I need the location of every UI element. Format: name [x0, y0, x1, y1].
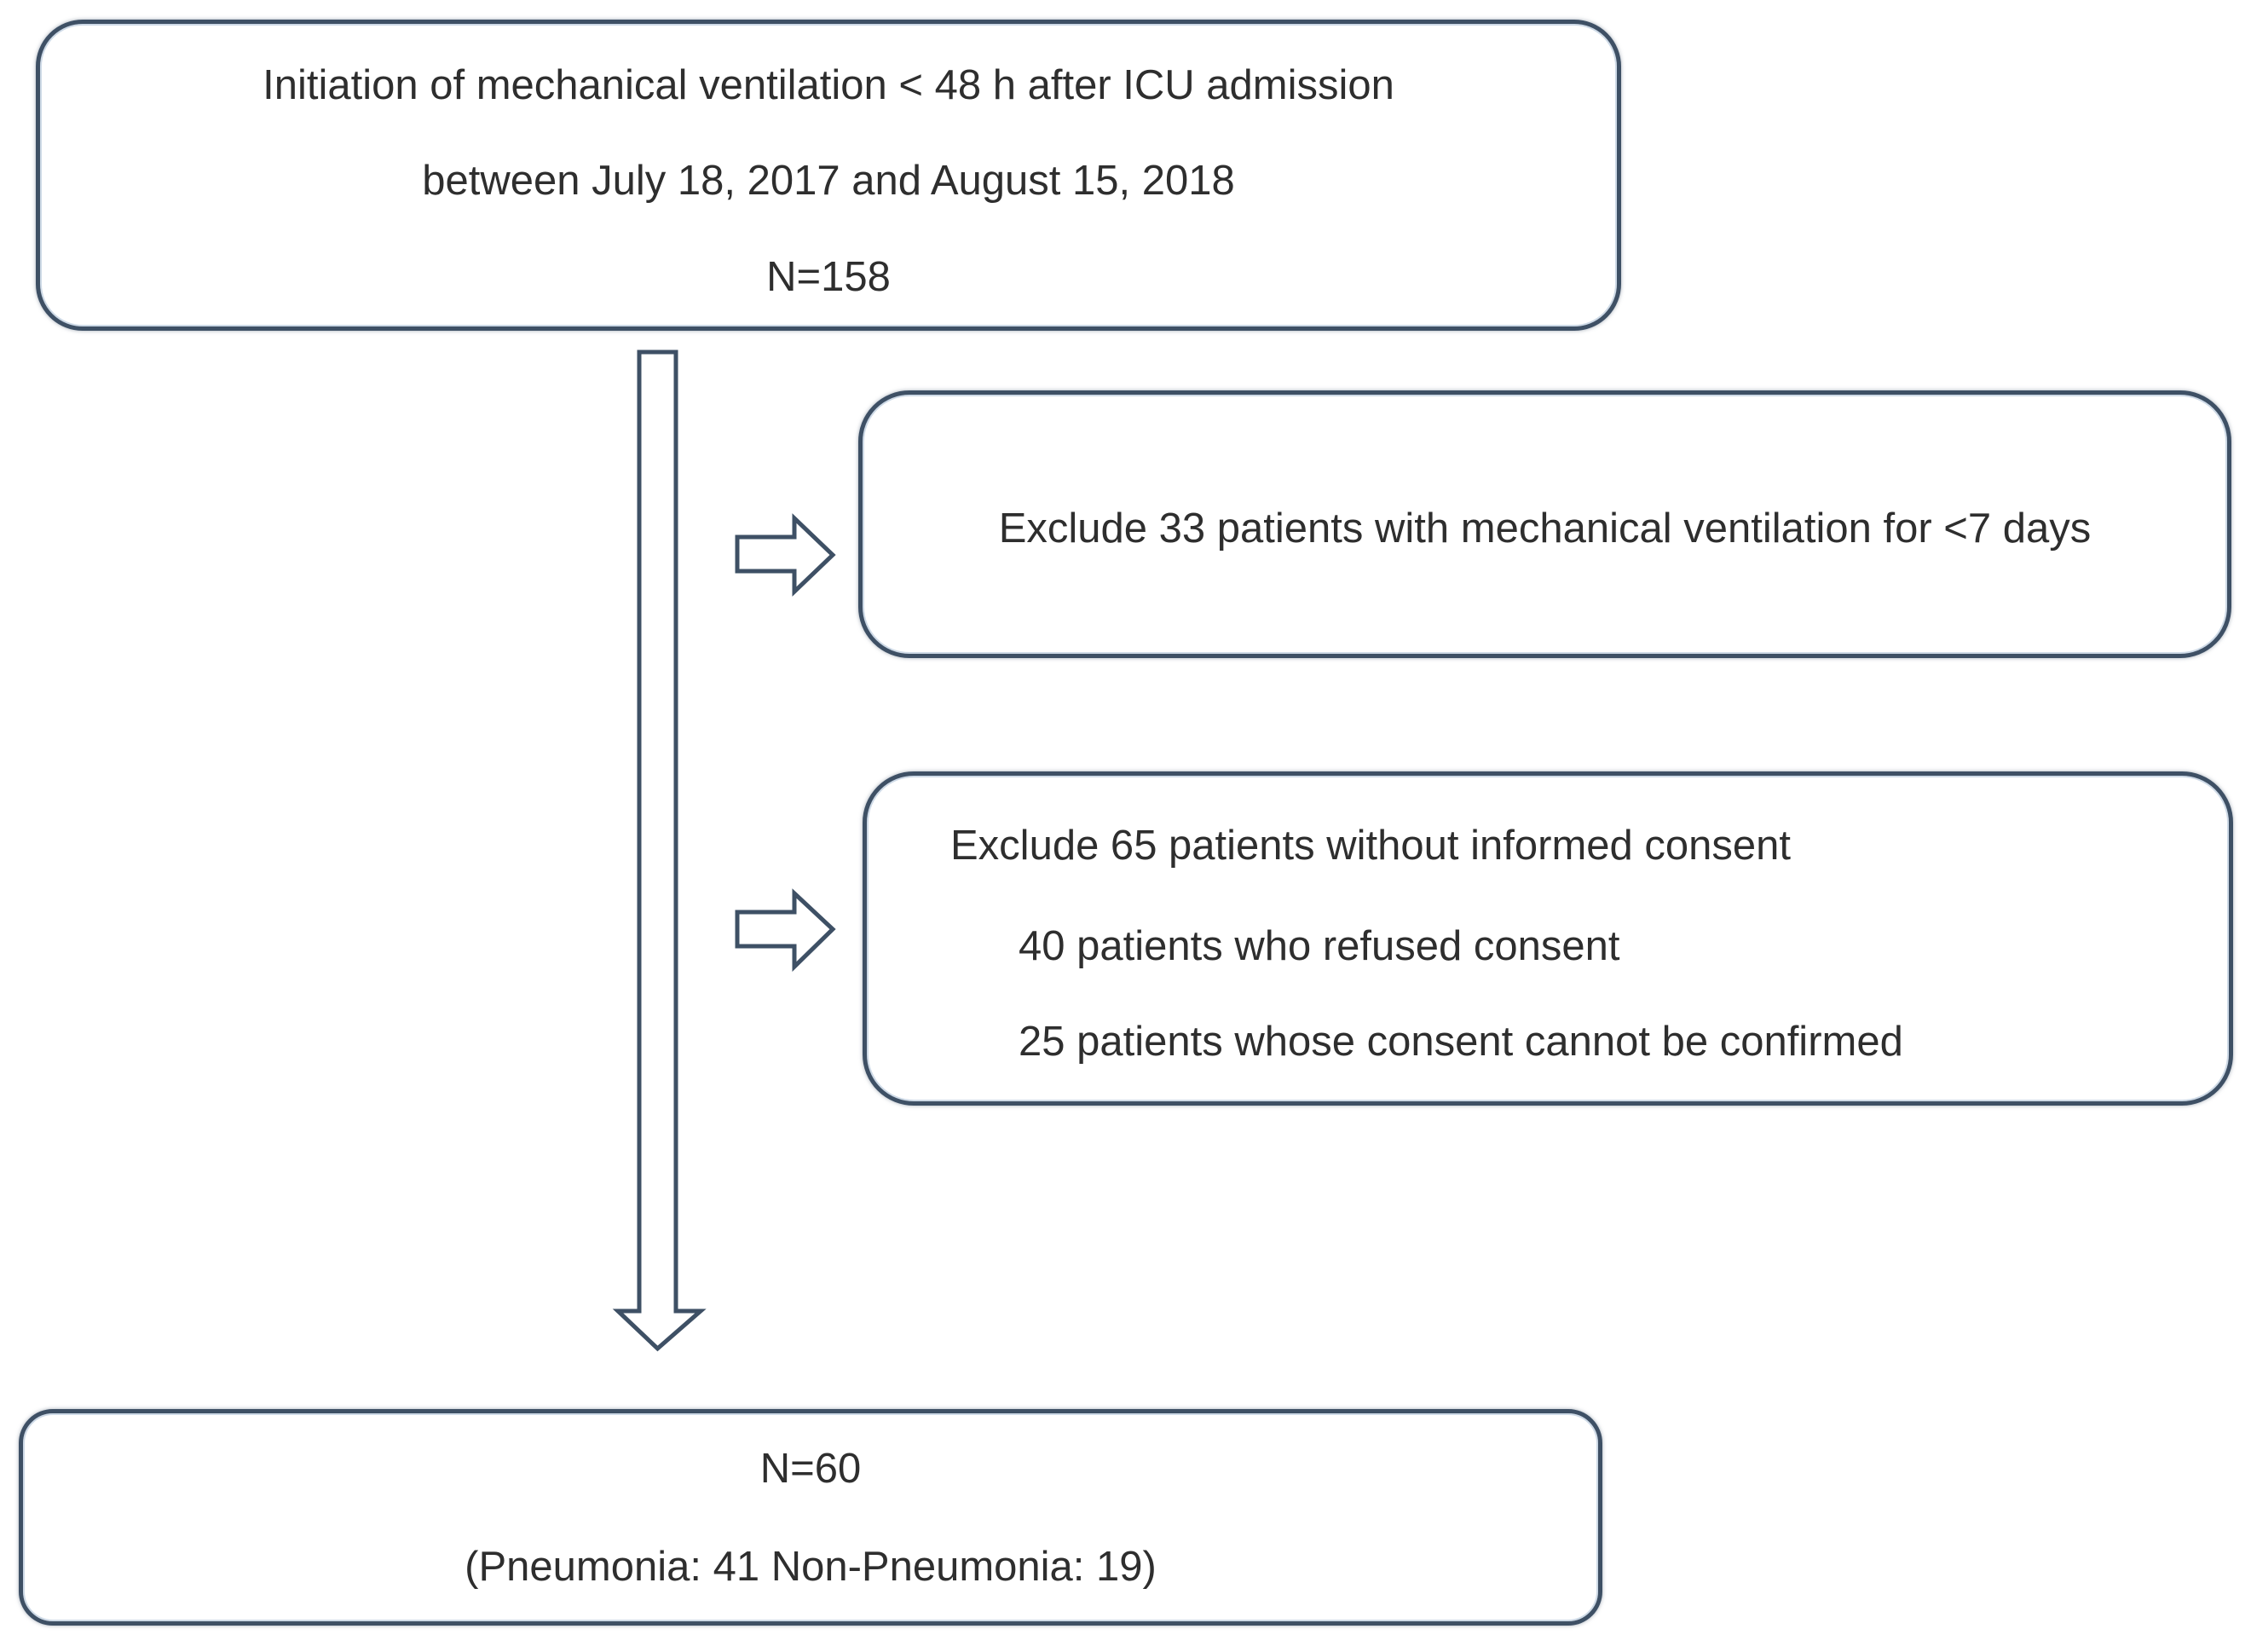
- exclusion-mv-duration-box: Exclude 33 patients with mechanical vent…: [858, 390, 2231, 658]
- source-population-box: Initiation of mechanical ventilation < 4…: [36, 20, 1621, 331]
- exclusion-mv-duration-text: Exclude 33 patients with mechanical vent…: [998, 505, 2092, 552]
- exclusion-consent-unconfirmed-text: 25 patients whose consent cannot be conf…: [1019, 1019, 1903, 1065]
- source-criteria-text: Initiation of mechanical ventilation < 4…: [263, 62, 1394, 108]
- final-count-text: N=60: [759, 1446, 862, 1492]
- final-cohort-box: N=60 (Pneumonia: 41 Non-Pneumonia: 19): [19, 1409, 1602, 1626]
- exclusion-consent-refused-text: 40 patients who refused consent: [1019, 923, 1620, 969]
- down-block-arrow-icon: [612, 349, 707, 1352]
- exclusion-consent-box: Exclude 65 patients without informed con…: [863, 771, 2233, 1106]
- right-block-arrow-icon: [735, 513, 836, 597]
- right-block-arrow-icon: [735, 888, 836, 972]
- exclusion-consent-total-text: Exclude 65 patients without informed con…: [950, 823, 1792, 869]
- source-count-text: N=158: [766, 254, 891, 300]
- final-breakdown-text: (Pneumonia: 41 Non-Pneumonia: 19): [465, 1544, 1157, 1590]
- source-period-text: between July 18, 2017 and August 15, 201…: [422, 158, 1235, 204]
